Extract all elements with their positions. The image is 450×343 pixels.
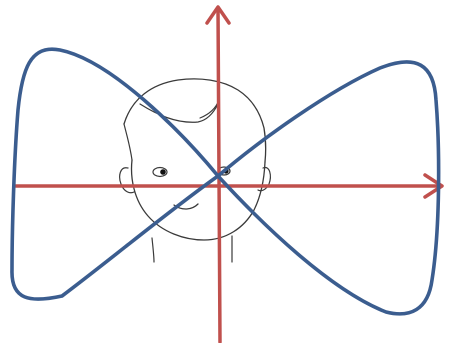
right-ear	[257, 166, 271, 192]
hair-strand-1	[139, 103, 219, 123]
left-ear	[119, 167, 135, 194]
left-pupil	[160, 169, 166, 175]
horizontal-axis-arrowhead	[423, 173, 444, 199]
vertical-axis-arrowhead	[205, 5, 231, 25]
left-eye	[152, 166, 168, 178]
neck-left	[151, 237, 155, 263]
bowtie-curve	[10, 47, 441, 316]
head-outline	[130, 159, 266, 241]
hair-fringe	[123, 123, 133, 161]
